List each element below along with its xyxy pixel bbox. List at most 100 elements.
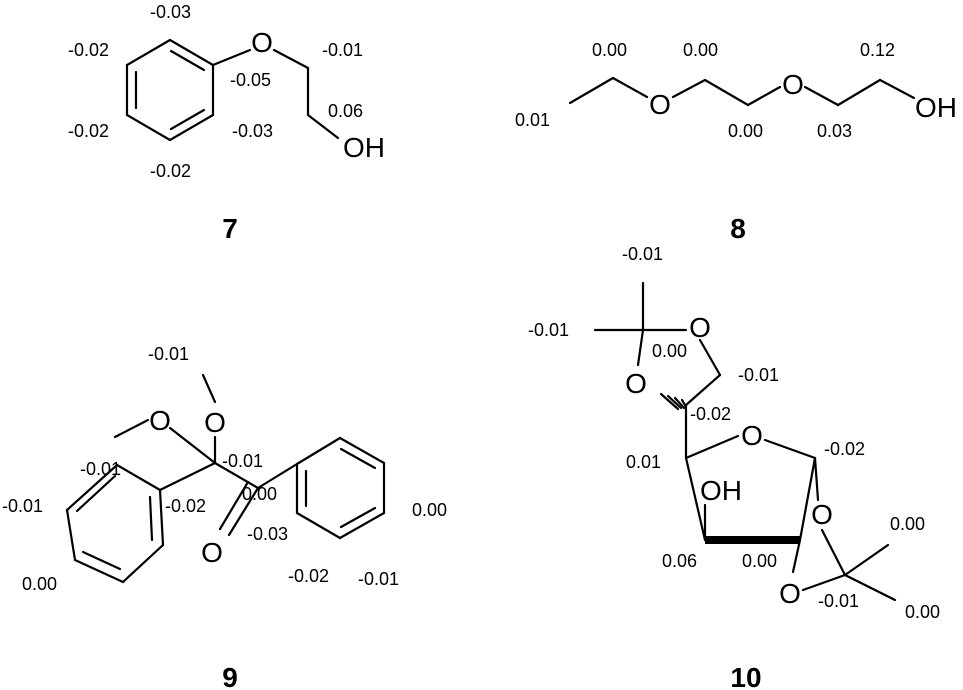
- bond: [113, 418, 150, 439]
- bond: [295, 436, 342, 466]
- bond: [125, 38, 172, 67]
- atom-label: O: [689, 312, 711, 343]
- charge-label: -0.01: [528, 320, 569, 340]
- charge-label: -0.01: [80, 459, 121, 479]
- bond: [168, 113, 215, 142]
- bond: [671, 78, 707, 99]
- bond: [256, 462, 299, 490]
- bond: [272, 48, 310, 70]
- hashed-wedge: [659, 392, 688, 411]
- charge-label: -0.02: [690, 404, 731, 424]
- bond: [684, 456, 707, 542]
- atom-label: O: [811, 499, 833, 530]
- bond: [125, 113, 172, 142]
- bond: [339, 447, 377, 470]
- charge-label: -0.02: [288, 566, 329, 586]
- bond: [698, 338, 722, 377]
- bond: [75, 474, 117, 513]
- bond: [158, 488, 165, 547]
- compound-number: 8: [730, 213, 746, 244]
- compound-number: 7: [222, 213, 238, 244]
- charge-label: -0.01: [322, 40, 363, 60]
- charge-label: -0.05: [230, 70, 271, 90]
- charge-label: -0.02: [824, 439, 865, 459]
- charge-label: 0.00: [412, 500, 447, 520]
- bond: [338, 511, 386, 540]
- bond: [803, 85, 840, 107]
- compound-9: O O O -0.01 -0.01 -0.01 -0.01 0.00 -0.02…: [2, 344, 447, 690]
- bond: [169, 49, 206, 72]
- charge-label: 0.00: [652, 341, 687, 361]
- bond: [65, 463, 119, 512]
- charge-label: 0.00: [728, 121, 763, 141]
- atom-label: O: [625, 368, 647, 399]
- bond: [218, 480, 250, 531]
- bond: [339, 506, 377, 529]
- compound-7: O OH -0.03 -0.02 -0.05 -0.01 -0.02 -0.03…: [68, 2, 385, 244]
- bond: [791, 538, 802, 574]
- bond: [306, 113, 340, 140]
- charge-label: -0.02: [68, 121, 109, 141]
- bond: [73, 558, 125, 584]
- bond: [227, 486, 260, 537]
- atom-label: O: [149, 405, 171, 436]
- bond: [636, 328, 645, 367]
- bond: [213, 461, 260, 490]
- bond: [158, 461, 217, 492]
- charge-label: -0.01: [738, 365, 779, 385]
- charge-label: 0.00: [683, 40, 718, 60]
- charge-label: -0.03: [150, 2, 191, 22]
- charge-label: 0.00: [742, 551, 777, 571]
- bond: [168, 38, 215, 67]
- atom-label: OH: [700, 475, 742, 506]
- compound-8: O O OH 0.00 0.00 0.12 0.01 0.00 0.03 8: [515, 40, 957, 244]
- bond: [836, 78, 882, 107]
- charge-label: -0.01: [222, 451, 263, 471]
- atom-label: O: [782, 69, 804, 100]
- charge-label: 0.00: [22, 574, 57, 594]
- bond: [295, 511, 342, 540]
- charge-label: -0.02: [165, 496, 206, 516]
- atom-label: O: [779, 578, 801, 609]
- charge-label: 0.00: [242, 484, 277, 504]
- compound-number: 10: [730, 662, 761, 690]
- charge-label: 0.06: [662, 551, 697, 571]
- atom-label: OH: [343, 132, 385, 163]
- charge-label: 0.01: [515, 110, 550, 130]
- charge-label: 0.12: [860, 40, 895, 60]
- bond: [801, 573, 847, 592]
- bond: [798, 456, 817, 542]
- atom-label: OH: [915, 92, 957, 123]
- atom-label: O: [649, 89, 671, 120]
- charge-label: 0.00: [890, 514, 925, 534]
- charge-label: 0.06: [328, 101, 363, 121]
- charge-label: 0.03: [817, 121, 852, 141]
- bond: [843, 543, 890, 577]
- charge-label: -0.03: [247, 524, 288, 544]
- charge-label: -0.01: [358, 569, 399, 589]
- charge-label: -0.01: [148, 344, 189, 364]
- bond: [763, 438, 817, 460]
- bond: [568, 76, 615, 105]
- bond: [820, 528, 847, 577]
- charge-label: 0.00: [905, 602, 940, 622]
- atom-label: O: [204, 407, 226, 438]
- bond: [65, 508, 77, 562]
- bond: [843, 573, 897, 602]
- bond: [168, 426, 217, 465]
- charge-label: 0.00: [592, 40, 627, 60]
- bond: [703, 78, 750, 107]
- bond: [338, 436, 386, 465]
- bond: [115, 463, 162, 492]
- bond: [813, 456, 820, 502]
- atom-label: O: [201, 537, 223, 568]
- charge-label: -0.01: [622, 244, 663, 264]
- charge-label: -0.02: [68, 40, 109, 60]
- charge-label: 0.01: [626, 452, 661, 472]
- bond: [211, 48, 252, 67]
- bond: [878, 78, 916, 100]
- charge-label: -0.01: [2, 496, 43, 516]
- bond: [684, 373, 722, 407]
- atom-label: O: [251, 27, 273, 58]
